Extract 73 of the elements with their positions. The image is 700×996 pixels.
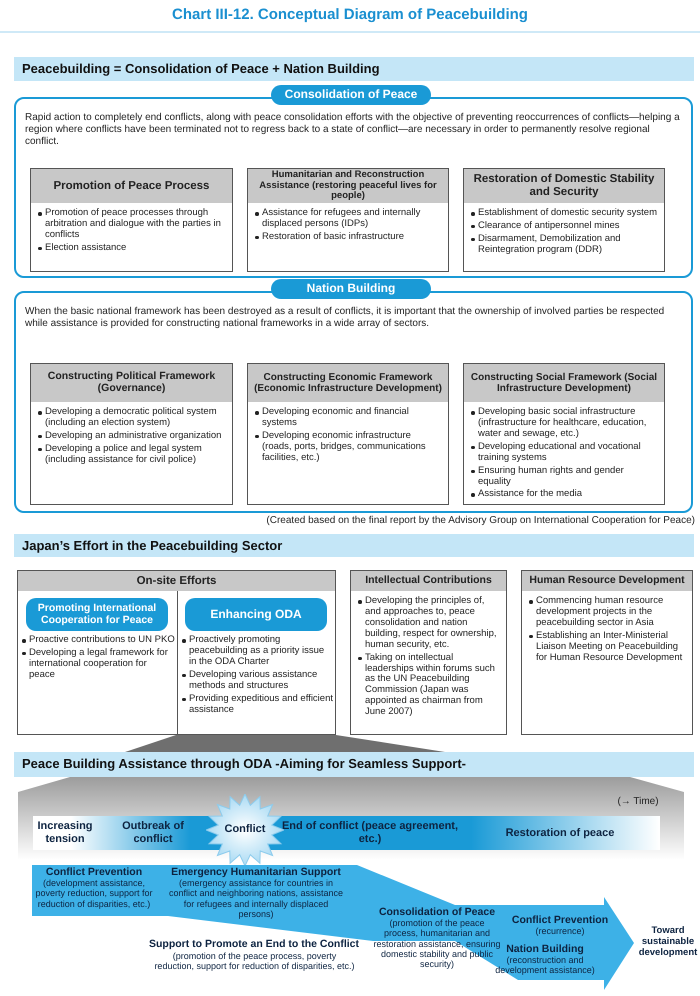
bullet-item: Assistance for the media [470,489,658,500]
heading-pill: Enhancing ODA [185,598,327,631]
content-box [30,168,233,272]
arrow-end-label: Toward sustainable development [638,926,698,959]
content-box [17,570,336,735]
bullet-item: Developing basic social infrastructure (infrastructure for healthcare, education, water and sewage, etc.) [470,407,658,440]
box-heading: Humanitarian and Reconstruction Assistance (restoring peaceful lives for people) [248,169,448,203]
bullet-item: Commencing human resource development projects in the peacebuilding sector in Asia [528,596,686,629]
conflict-starburst [206,794,284,866]
bullet-item: Developing various assistance methods and structures [181,670,333,692]
bullet-item: Developing a democratic political system (including an election system) [37,407,226,429]
arrow-description: (recurrence) [534,926,586,936]
timeline-label: End of conflict (peace agreement, etc.) [280,819,460,847]
box-heading: Promotion of Peace Process [31,169,232,203]
bullet-item: Developing economic and financial systems [254,407,442,429]
starburst-label: Conflict [224,823,266,836]
arrow-description: (emergency assistance for countries in conflict and neighboring nations, assistance for refugees and internally displaced persons) [168,878,344,920]
section-band: Peace Building Assistance through ODA -Aiming for Seamless Support- [14,752,694,777]
arrow-heading: Consolidation of Peace [378,906,496,918]
content-box [30,363,233,505]
bullet-item: Developing a legal framework for international cooperation for peace [21,648,175,681]
content-box [463,363,665,505]
bullet-item: Developing the principles of, and approaches to, peace consolidation and nation building, respect for ownership, human security, etc. [357,596,500,651]
arrow-heading: Support to Promote an End to the Conflict [148,938,360,950]
arrow-heading: Emergency Humanitarian Support [170,866,342,878]
bullet-item: Establishing an Inter-Ministerial Liaison Meeting on Peacebuilding for Human Resource Development [528,630,686,664]
chart-title: Chart III-12. Conceptual Diagram of Peacebuilding [171,6,529,23]
source-note: (Created based on the final report by the Advisory Group on International Cooperation for Peace) [265,515,695,526]
box-heading: Constructing Economic Framework (Economic Infrastructure Development) [248,364,448,402]
content-box [247,363,449,505]
box-heading: Constructing Political Framework (Governance) [31,364,232,402]
section-band: Japan’s Effort in the Peacebuilding Sector [14,534,694,557]
bullet-item: Developing educational and vocational training systems [470,442,658,464]
arrow-description: (promotion of the peace process, poverty reduction, support for reduction of disparities, etc.) [153,951,356,972]
bullet-item: Proactively promoting peacebuilding as a priority issue in the ODA Charter [181,635,333,668]
box-heading: Constructing Social Framework (Social Infrastructure Development) [464,364,664,402]
box-heading: Restoration of Domestic Stability and Security [464,169,664,203]
box-heading: Human Resource Development [522,571,692,591]
timeline-label: Increasing tension [36,819,94,847]
description-text: When the basic national framework has been destroyed as a result of conflicts, it is important that the ownership of involved parties be respected while assistance is provided for constructing national frameworks in a wide array of sectors. [25,306,666,330]
bullet-item: Assistance for refugees and internally displaced persons (IDPs) [254,208,442,230]
bullet-item: Developing a police and legal system (including assistance for civil police) [37,444,226,466]
content-box [521,570,693,735]
heading-pill: Promoting International Cooperation for Peace [26,598,168,631]
content-box [247,168,449,272]
bullet-item: Proactive contributions to UN PKO [21,635,175,646]
arrow-heading: Conflict Prevention [44,866,144,878]
content-box [463,168,665,272]
bullet-item: Taking on intellectual leaderships within forums such as the UN Peacebuilding Commission (Japan was appointed as chairman from June 2007) [357,652,500,718]
bullet-item: Clearance of antipersonnel mines [470,220,658,232]
bullet-item: Developing an administrative organization [37,430,226,442]
timeline-label: Restoration of peace [504,826,616,841]
bullet-item: Disarmament, Demobilization and Reintegration program (DDR) [470,234,658,256]
bullet-item: Developing economic infrastructure (roads, ports, bridges, communications facilities, etc.) [254,430,442,464]
bullet-item: Ensuring human rights and gender equality [470,466,658,488]
timeline-label: Outbreak of conflict [121,819,185,847]
bullet-item: Providing expeditious and efficient assistance [181,694,333,716]
section-pill: Nation Building [271,279,431,299]
section-panel [14,97,693,278]
box-heading: Intellectual Contributions [351,571,506,591]
section-band: Peacebuilding = Consolidation of Peace + Nation Building [14,57,694,81]
time-axis-note: (→ Time) [616,796,660,808]
content-box [350,570,507,735]
bullet-item: Establishment of domestic security system [470,208,658,219]
bullet-item: Promotion of peace processes through arbitration and dialogue with the parties in conflicts [37,208,226,241]
description-text: Rapid action to completely end conflicts, along with peace consolidation efforts with the objective of preventing reoccurrences of conflicts—helping a region where conflicts have been terminated not to regress back to a state of conflict—are necessary in order to permanently resolve regional conflict. [25,112,681,148]
box-heading: On-site Efforts [18,571,335,591]
bullet-item: Election assistance [37,242,226,254]
arrow-description: (development assistance, poverty reduction, support for reduction of disparities, etc.) [34,878,154,910]
section-pill: Consolidation of Peace [271,85,431,105]
arrow-heading: Conflict Prevention [510,914,610,926]
bullet-item: Restoration of basic infrastructure [254,232,442,243]
timeline-bar [33,816,660,850]
